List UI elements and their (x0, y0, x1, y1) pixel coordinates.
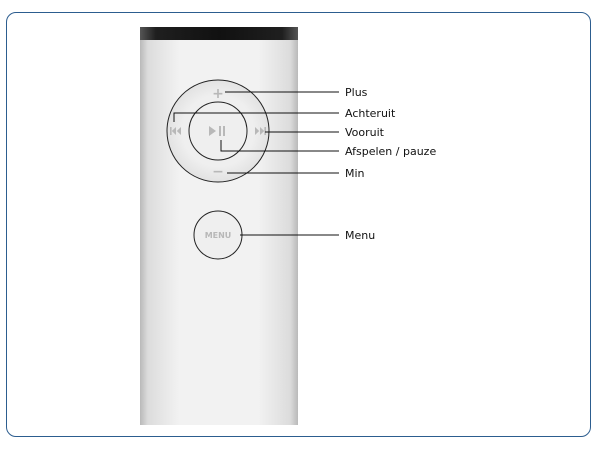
callout-lines (173, 91, 339, 236)
callout-line-back (173, 112, 339, 122)
plus-symbol[interactable]: + (212, 86, 224, 102)
diagram-frame (6, 12, 591, 437)
minus-symbol[interactable]: − (212, 164, 224, 180)
callout-label-plus: Plus (345, 86, 368, 99)
callout-label-menu: Menu (345, 229, 375, 242)
callout-label-back: Achteruit (345, 107, 396, 120)
fast-forward-icon[interactable] (255, 127, 266, 135)
callout-line-play-pause (220, 140, 339, 152)
play-pause-icon[interactable] (209, 126, 225, 136)
menu-button-label: MENU (205, 231, 232, 240)
callout-label-minus: Min (345, 167, 365, 180)
click-wheel[interactable] (166, 79, 270, 183)
rewind-icon[interactable] (170, 127, 181, 135)
callout-label-play-pause: Afspelen / pauze (345, 145, 436, 158)
callout-label-forward: Vooruit (345, 126, 385, 139)
menu-button[interactable]: MENU (193, 210, 243, 260)
remote-top-cap (140, 27, 298, 40)
play-pause-button[interactable] (188, 101, 248, 161)
